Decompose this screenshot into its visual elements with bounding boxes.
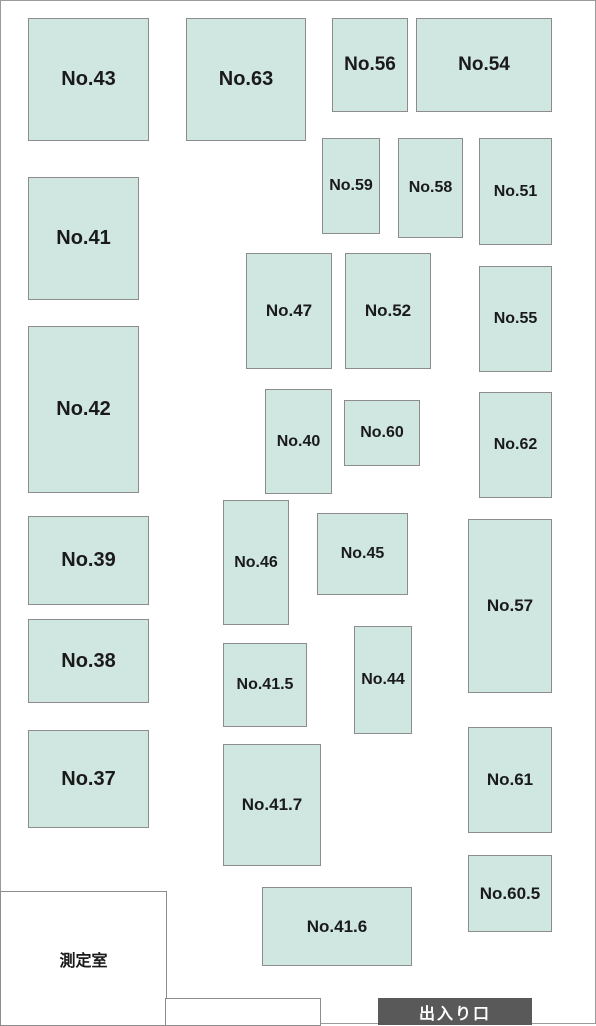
slot-58[interactable]: No.58: [398, 138, 463, 238]
slot-label: No.41.6: [306, 916, 368, 936]
slot-label: No.61: [486, 770, 534, 789]
wall-block: [165, 998, 321, 1026]
slot-47[interactable]: No.47: [246, 253, 332, 369]
slot-46[interactable]: No.46: [223, 500, 289, 625]
slot-label: No.41.5: [236, 676, 294, 693]
slot-label: No.46: [234, 553, 278, 571]
slot-label: No.38: [61, 649, 116, 672]
slot-label: No.57: [486, 596, 534, 615]
slot-label: No.63: [218, 68, 274, 90]
slot-label: No.55: [493, 310, 538, 327]
slot-label: No.62: [493, 436, 538, 453]
slot-57[interactable]: No.57: [468, 519, 552, 693]
slot-39[interactable]: No.39: [28, 516, 149, 605]
slot-51[interactable]: No.51: [479, 138, 552, 245]
slot-label: No.43: [61, 68, 116, 90]
entrance[interactable]: 出入り口: [378, 998, 532, 1025]
slot-label: No.52: [364, 301, 412, 320]
slot-label: No.37: [61, 767, 116, 790]
slot-41[interactable]: No.41: [28, 177, 139, 300]
entrance-label: 出入り口: [418, 1003, 491, 1023]
slot-label: No.47: [265, 301, 313, 320]
slot-56[interactable]: No.56: [332, 18, 408, 112]
slot-55[interactable]: No.55: [479, 266, 552, 372]
slot-37[interactable]: No.37: [28, 730, 149, 828]
slot-label: No.39: [61, 549, 116, 571]
slot-label: No.60: [360, 424, 404, 441]
slot-label: No.45: [340, 545, 385, 562]
slot-43[interactable]: No.43: [28, 18, 149, 141]
slot-60-5[interactable]: No.60.5: [468, 855, 552, 932]
slot-41-6[interactable]: No.41.6: [262, 887, 412, 966]
slot-45[interactable]: No.45: [317, 513, 408, 595]
slot-label: No.51: [493, 182, 538, 200]
slot-label: No.40: [276, 432, 321, 450]
slot-41-7[interactable]: No.41.7: [223, 744, 321, 866]
slot-60[interactable]: No.60: [344, 400, 420, 466]
slot-label: No.44: [361, 671, 405, 688]
slot-40[interactable]: No.40: [265, 389, 332, 494]
slot-label: No.54: [458, 54, 510, 75]
measurement-room-label: 測定室: [59, 950, 108, 970]
slot-label: No.60.5: [479, 883, 541, 903]
slot-41-5[interactable]: No.41.5: [223, 643, 307, 727]
slot-label: No.41: [56, 227, 111, 249]
slot-38[interactable]: No.38: [28, 619, 149, 703]
slot-label: No.59: [329, 177, 373, 194]
slot-44[interactable]: No.44: [354, 626, 412, 734]
slot-label: No.58: [408, 179, 453, 196]
slot-label: No.42: [56, 398, 111, 420]
measurement-room: 測定室: [0, 891, 167, 1026]
slot-label: No.41.7: [241, 795, 303, 814]
slot-42[interactable]: No.42: [28, 326, 139, 493]
slot-62[interactable]: No.62: [479, 392, 552, 498]
slot-63[interactable]: No.63: [186, 18, 306, 141]
slot-label: No.56: [344, 54, 396, 75]
slot-54[interactable]: No.54: [416, 18, 552, 112]
slot-52[interactable]: No.52: [345, 253, 431, 369]
slot-61[interactable]: No.61: [468, 727, 552, 833]
slot-59[interactable]: No.59: [322, 138, 380, 234]
